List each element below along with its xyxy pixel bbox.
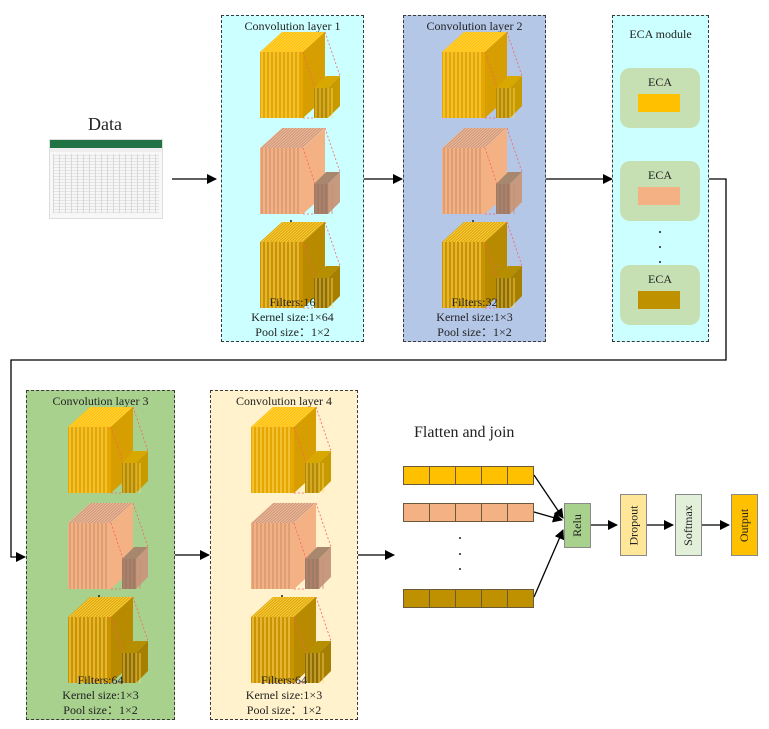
vector-cell: [404, 590, 430, 607]
arrow-vector3-to-relu: [533, 529, 565, 598]
vector-cell: [508, 590, 533, 607]
feature-map-cube-icon: [442, 31, 523, 119]
vector-cell: [404, 467, 430, 484]
conv-layer-1-panel: Convolution layer 1: [221, 15, 364, 342]
flatten-title: Flatten and join: [414, 424, 515, 441]
vector-cell: [508, 467, 533, 484]
conv-filters-text: Filters:16: [269, 295, 316, 309]
conv-kernel-text: Kernel size:1×3: [245, 688, 323, 702]
conv-layer-4-panel: Convolution layer 4: [210, 390, 358, 720]
ellipsis-dot: [659, 246, 661, 248]
vector-cell: [456, 590, 482, 607]
ellipsis-dot: [659, 261, 661, 263]
feature-map-peach-icon: [442, 127, 523, 215]
vector-cell: [456, 504, 482, 521]
spreadsheet-icon: [49, 139, 163, 219]
vector-cell: [430, 504, 456, 521]
feature-map-cube-icon: [251, 406, 332, 494]
vector-cell: [456, 467, 482, 484]
conv-pool-text: Pool size：1×2: [246, 703, 322, 717]
data-label: Data: [88, 114, 122, 134]
vector-cell: [482, 504, 508, 521]
feature-map-peach-icon: [260, 127, 341, 215]
dropout-layer: Dropout: [620, 494, 647, 556]
eca-module-title: ECA module: [629, 27, 692, 41]
conv-filters-text: Filters:64: [260, 673, 307, 687]
softmax-layer: Softmax: [675, 494, 702, 556]
feature-map-cube-icon: [251, 596, 332, 684]
eca-block-label: ECA: [648, 168, 672, 182]
conv-kernel-text: Kernel size:1×3: [62, 688, 139, 702]
conv-pool-text: Pool size：1×2: [255, 325, 330, 339]
conv-pool-text: Pool size：1×2: [63, 703, 138, 717]
eca-channel-weight: [638, 291, 680, 309]
vector-cell: [430, 590, 456, 607]
eca-channel-weight: [638, 94, 680, 112]
output-layer: Output: [731, 494, 758, 556]
relu-layer: Relu: [564, 503, 591, 548]
ellipsis-dot: [281, 595, 283, 597]
ellipsis-dot: [472, 220, 474, 222]
arrow-vector2-to-relu: [533, 511, 563, 523]
flattened-vector: [403, 589, 534, 608]
relu-label: Relu: [569, 514, 584, 537]
ellipsis-dot: [459, 537, 461, 539]
ellipsis-dot: [459, 553, 461, 555]
eca-block: ECA: [620, 161, 700, 221]
eca-channel-weight: [638, 187, 680, 205]
softmax-label: Softmax: [681, 504, 696, 546]
eca-block: ECA: [620, 265, 700, 325]
feature-map-peach-icon: [68, 502, 149, 590]
dropout-label: Dropout: [626, 505, 640, 545]
feature-map-cube-icon: [442, 221, 523, 309]
feature-map-peach-icon: [251, 502, 332, 590]
eca-block-label: ECA: [648, 75, 672, 89]
vector-cell: [508, 504, 533, 521]
ellipsis-dot: [98, 595, 100, 597]
conv-pool-text: Pool size：1×2: [437, 325, 512, 339]
vector-cell: [482, 590, 508, 607]
conv-layer-title: Convolution layer 3: [52, 394, 149, 408]
flattened-vector: [403, 466, 534, 485]
eca-block: ECA: [620, 68, 700, 128]
conv-layer-2-panel: Convolution layer 2: [403, 15, 546, 342]
conv-layer-title: Convolution layer 1: [244, 19, 341, 33]
arrow-eca-to-conv3: [10, 178, 727, 562]
conv-filters-text: Filters:64: [77, 673, 124, 687]
ellipsis-dot: [459, 568, 461, 570]
conv-layer-3-panel: Convolution layer 3: [26, 390, 175, 720]
output-label: Output: [737, 508, 751, 542]
conv-kernel-text: Kernel size:1×3: [436, 310, 513, 324]
vector-cell: [430, 467, 456, 484]
conv-layer-title: Convolution layer 2: [426, 19, 523, 33]
ellipsis-dot: [290, 220, 292, 222]
feature-map-cube-icon: [68, 596, 149, 684]
flattened-vector: [403, 503, 534, 522]
ellipsis-dot: [659, 231, 661, 233]
conv-filters-text: Filters:32: [451, 295, 498, 309]
arrow-vector1-to-relu: [533, 474, 564, 519]
conv-kernel-text: Kernel size:1×64: [251, 310, 334, 324]
vector-cell: [404, 504, 430, 521]
eca-module-panel: ECA module ECA ECA ECA: [612, 15, 709, 342]
eca-block-label: ECA: [648, 272, 672, 286]
feature-map-cube-icon: [68, 406, 149, 494]
feature-map-cube-icon: [260, 31, 341, 119]
conv-layer-title: Convolution layer 4: [236, 394, 332, 408]
vector-cell: [482, 467, 508, 484]
feature-map-cube-icon: [260, 221, 341, 309]
